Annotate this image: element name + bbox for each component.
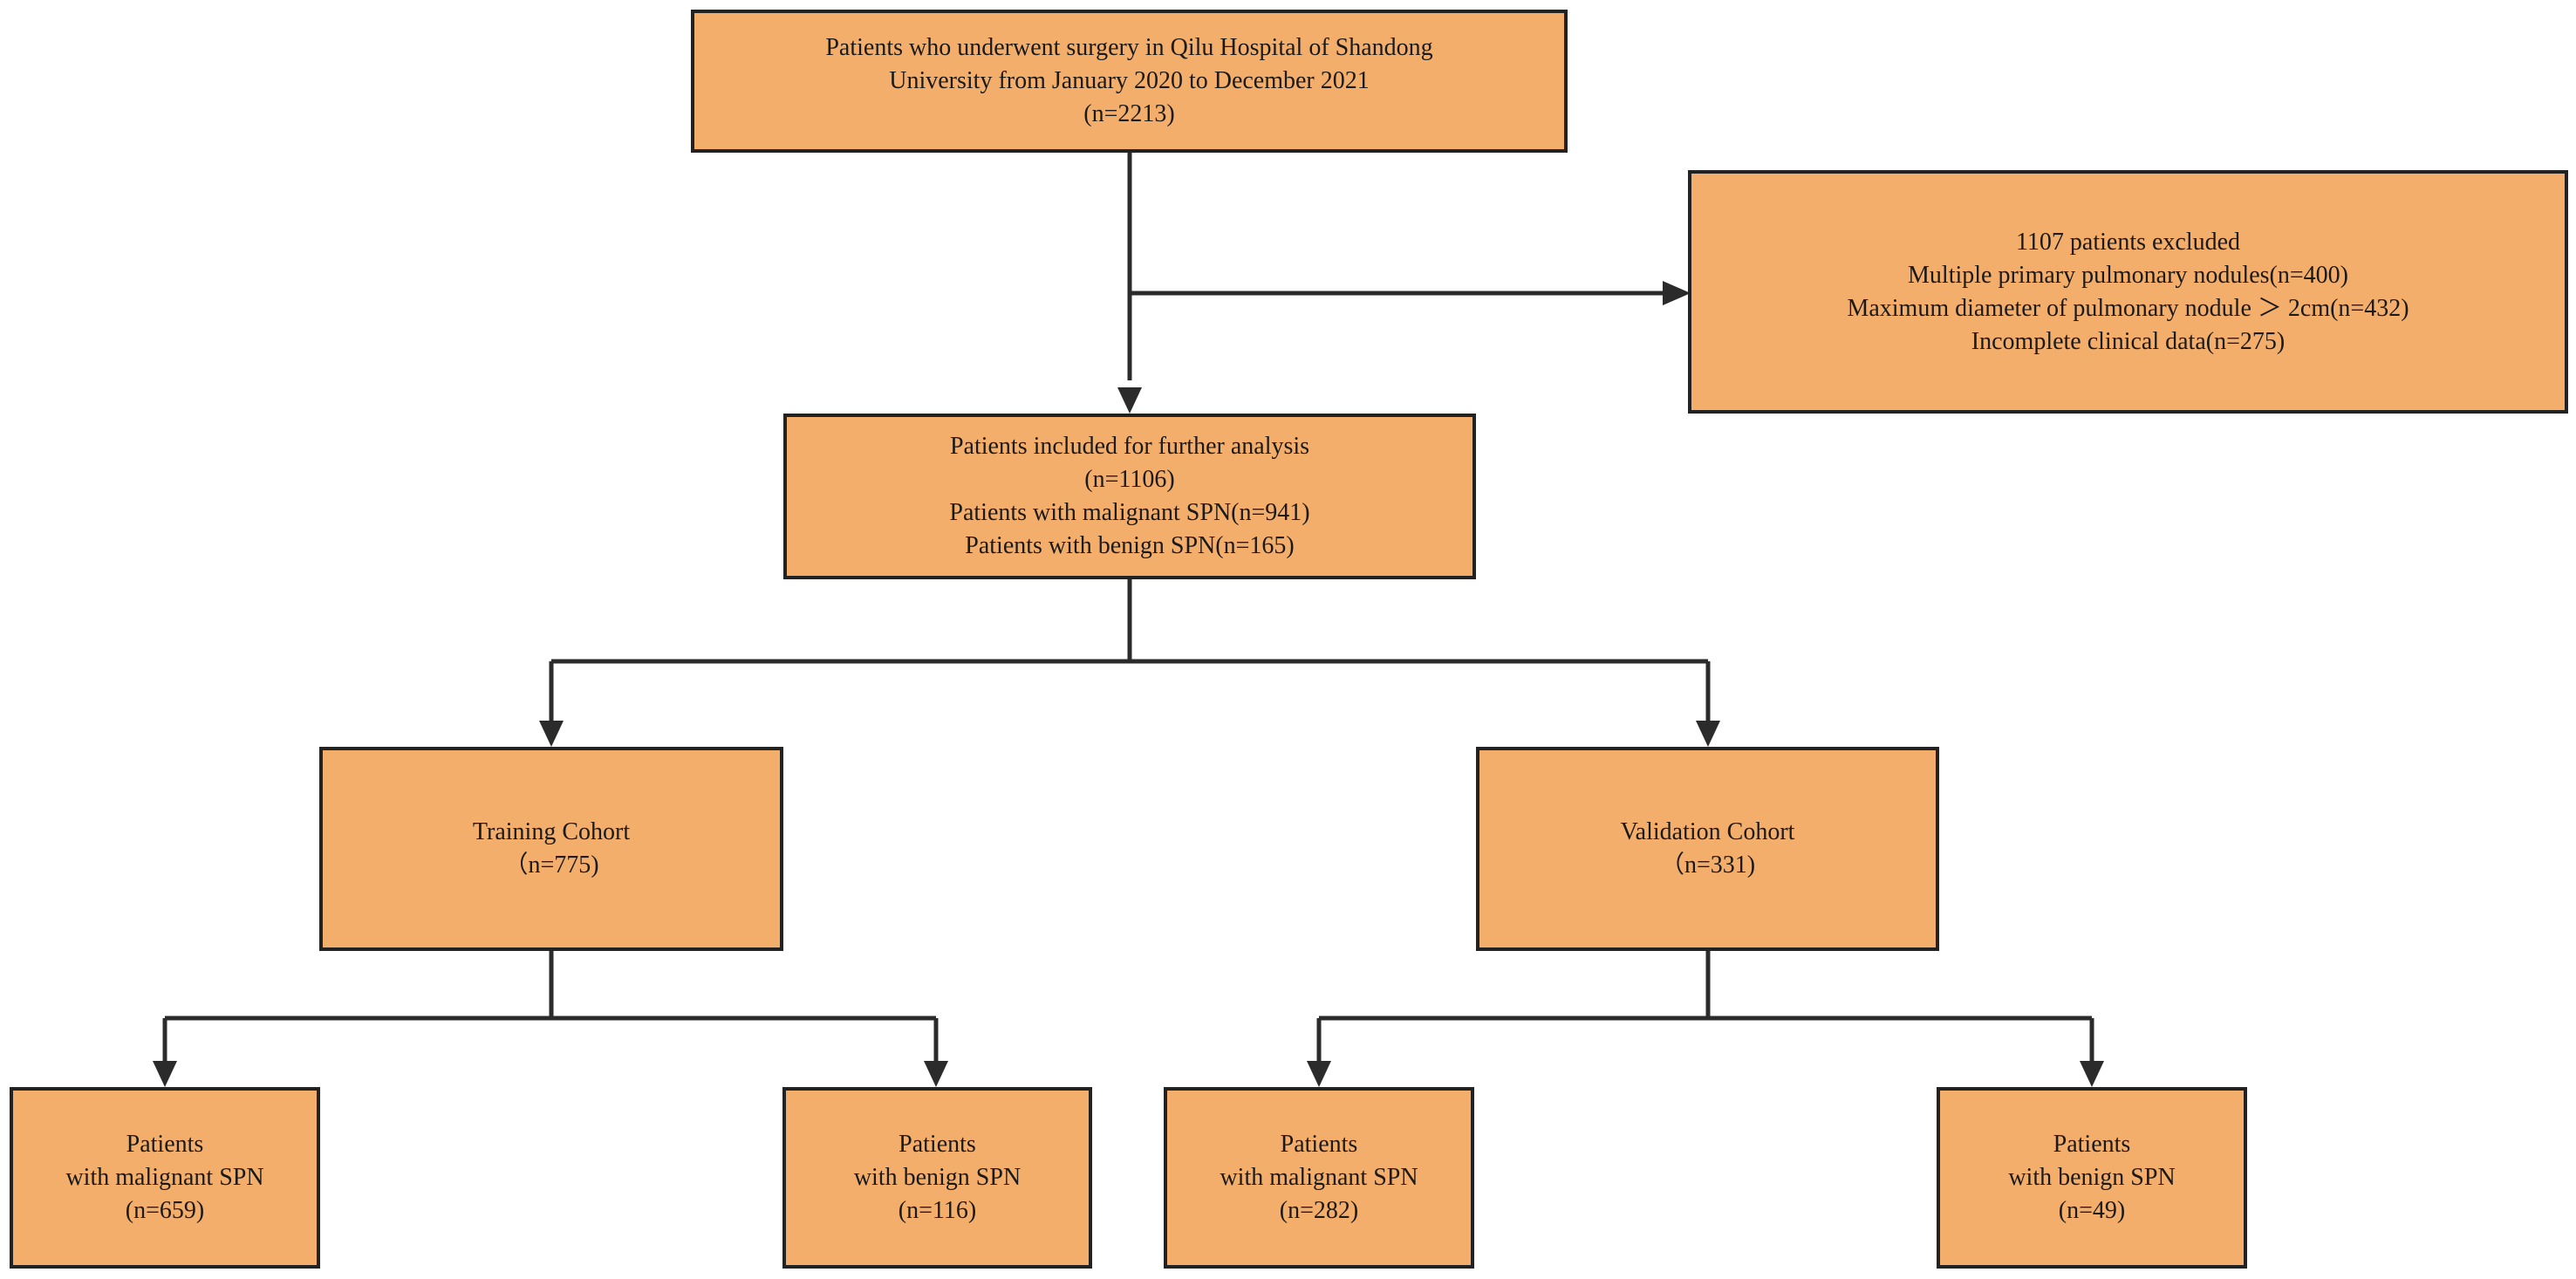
excluded-box: 1107 patients excluded Multiple primary … <box>1688 170 2568 414</box>
valid-benign-line-1: Patients <box>2053 1131 2131 1158</box>
excluded-line-3: Maximum diameter of pulmonary nodule ＞ 2… <box>1847 294 2409 322</box>
training-malignant-box: Patients with malignant SPN (n=659) <box>10 1087 320 1269</box>
valid-benign-line-3: (n=49) <box>2058 1197 2126 1224</box>
arrow-to-validation <box>1696 721 1720 747</box>
valid-malignant-line-2: with malignant SPN <box>1220 1164 1418 1191</box>
train-malignant-line-3: (n=659) <box>125 1197 205 1224</box>
train-benign-line-2: with benign SPN <box>853 1164 1022 1191</box>
validation-malignant-box: Patients with malignant SPN (n=282) <box>1164 1087 1474 1269</box>
arrow-to-valid-malignant <box>1307 1061 1331 1087</box>
excluded-line-1: 1107 patients excluded <box>2015 228 2241 256</box>
validation-cohort-box: Validation Cohort （n=331) <box>1476 747 1939 951</box>
valid-benign-line-2: with benign SPN <box>2008 1164 2176 1191</box>
source-line-2: University from January 2020 to December… <box>889 67 1370 94</box>
arrow-to-valid-benign <box>2080 1061 2104 1087</box>
excluded-line-2: Multiple primary pulmonary nodules(n=400… <box>1908 261 2348 289</box>
valid-malignant-line-1: Patients <box>1280 1131 1358 1158</box>
arrow-to-train-malignant <box>153 1061 177 1087</box>
included-line-1: Patients included for further analysis <box>949 433 1310 460</box>
included-line-2: (n=1106) <box>1084 466 1175 493</box>
source-line-1: Patients who underwent surgery in Qilu H… <box>825 34 1433 61</box>
validation-title: Validation Cohort <box>1620 818 1795 845</box>
validation-count: （n=331) <box>1659 852 1756 879</box>
included-line-3: Patients with malignant SPN(n=941) <box>949 499 1310 526</box>
train-benign-line-3: (n=116) <box>898 1197 977 1224</box>
excluded-line-4: Incomplete clinical data(n=275) <box>1971 327 2286 355</box>
arrow-to-included <box>1117 387 1142 414</box>
training-benign-box: Patients with benign SPN (n=116) <box>782 1087 1092 1269</box>
valid-malignant-line-3: (n=282) <box>1279 1197 1359 1224</box>
training-title: Training Cohort <box>472 818 631 845</box>
validation-benign-box: Patients with benign SPN (n=49) <box>1937 1087 2247 1269</box>
train-benign-line-1: Patients <box>899 1131 976 1158</box>
train-malignant-line-1: Patients <box>126 1131 204 1158</box>
training-cohort-box: Training Cohort （n=775) <box>319 747 783 951</box>
source-population-box: Patients who underwent surgery in Qilu H… <box>691 10 1568 153</box>
train-malignant-line-2: with malignant SPN <box>65 1164 264 1191</box>
arrow-to-train-benign <box>924 1061 948 1087</box>
training-count: （n=775) <box>503 852 599 879</box>
included-box: Patients included for further analysis (… <box>783 414 1476 579</box>
arrow-to-training <box>539 721 564 747</box>
arrow-to-excluded <box>1663 281 1691 305</box>
source-line-3: (n=2213) <box>1083 100 1175 127</box>
included-line-4: Patients with benign SPN(n=165) <box>965 532 1295 559</box>
